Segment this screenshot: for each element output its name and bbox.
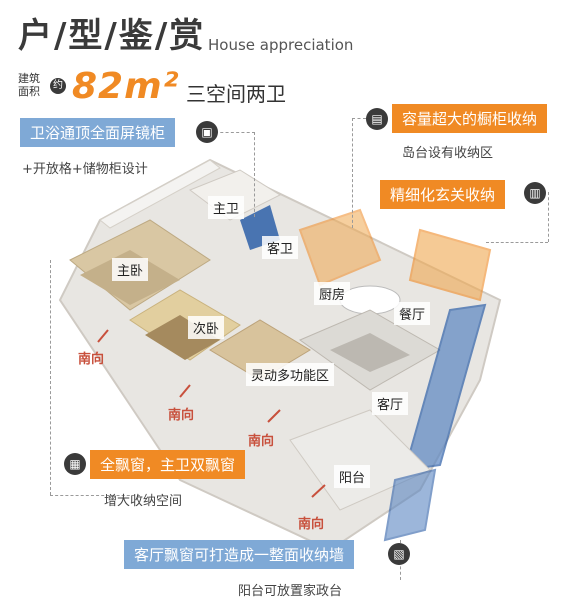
area-approx-badge: 约 [50, 78, 66, 94]
callout-kitchen-storage-note: 岛台设有收纳区 [402, 146, 494, 161]
leader-line [50, 495, 140, 496]
storage-wall-icon: ▧ [388, 543, 410, 565]
orientation-south-label: 南向 [168, 408, 195, 423]
area-value: 82m² [72, 66, 180, 107]
room-label-second-bedroom: 次卧 [188, 316, 225, 339]
leader-line [50, 260, 51, 495]
mirror-cabinet-icon: ▣ [196, 121, 218, 143]
leader-line [215, 132, 255, 133]
bay-window-icon: ▦ [64, 453, 86, 475]
orientation-south-label: 南向 [298, 517, 325, 532]
callout-bay-window-note: 增大收纳空间 [104, 494, 183, 509]
room-label-master-bedroom: 主卧 [112, 258, 149, 281]
orientation-south-label: 南向 [78, 352, 105, 367]
leader-line [548, 192, 549, 242]
callout-living-wall: 客厅飘窗可打造成一整面收纳墙 [124, 540, 355, 569]
leader-line [254, 132, 255, 217]
room-label-balcony: 阳台 [334, 465, 371, 488]
callout-bath-mirror-note: +开放格+储物柜设计 [22, 162, 148, 177]
leader-line [486, 242, 548, 243]
cabinet-icon: ▤ [366, 108, 388, 130]
shoe-cabinet-icon: ▥ [524, 182, 546, 204]
room-label-flex-room: 灵动多功能区 [246, 363, 335, 386]
layout-description: 三空间两卫 [186, 82, 286, 106]
room-label-living: 客厅 [372, 392, 409, 415]
callout-balcony-note: 阳台可放置家政台 [238, 584, 343, 599]
page-title: 户/型/鉴/赏 [18, 16, 206, 56]
leader-line [352, 118, 353, 228]
room-label-master-bath: 主卫 [208, 196, 245, 219]
room-label-guest-bath: 客卫 [262, 236, 299, 259]
area-label: 建筑面积 [18, 72, 40, 98]
callout-bay-window: 全飘窗，主卫双飘窗 [90, 450, 246, 479]
orientation-south-label: 南向 [248, 434, 275, 449]
callout-entry-storage: 精细化玄关收纳 [380, 180, 506, 209]
room-label-kitchen: 厨房 [314, 282, 351, 305]
callout-bath-mirror: 卫浴通顶全面屏镜柜 [20, 118, 176, 147]
leader-line [352, 118, 366, 119]
page-title-en: House appreciation [208, 36, 354, 54]
callout-kitchen-storage: 容量超大的橱柜收纳 [392, 104, 548, 133]
room-label-dining: 餐厅 [394, 302, 431, 325]
